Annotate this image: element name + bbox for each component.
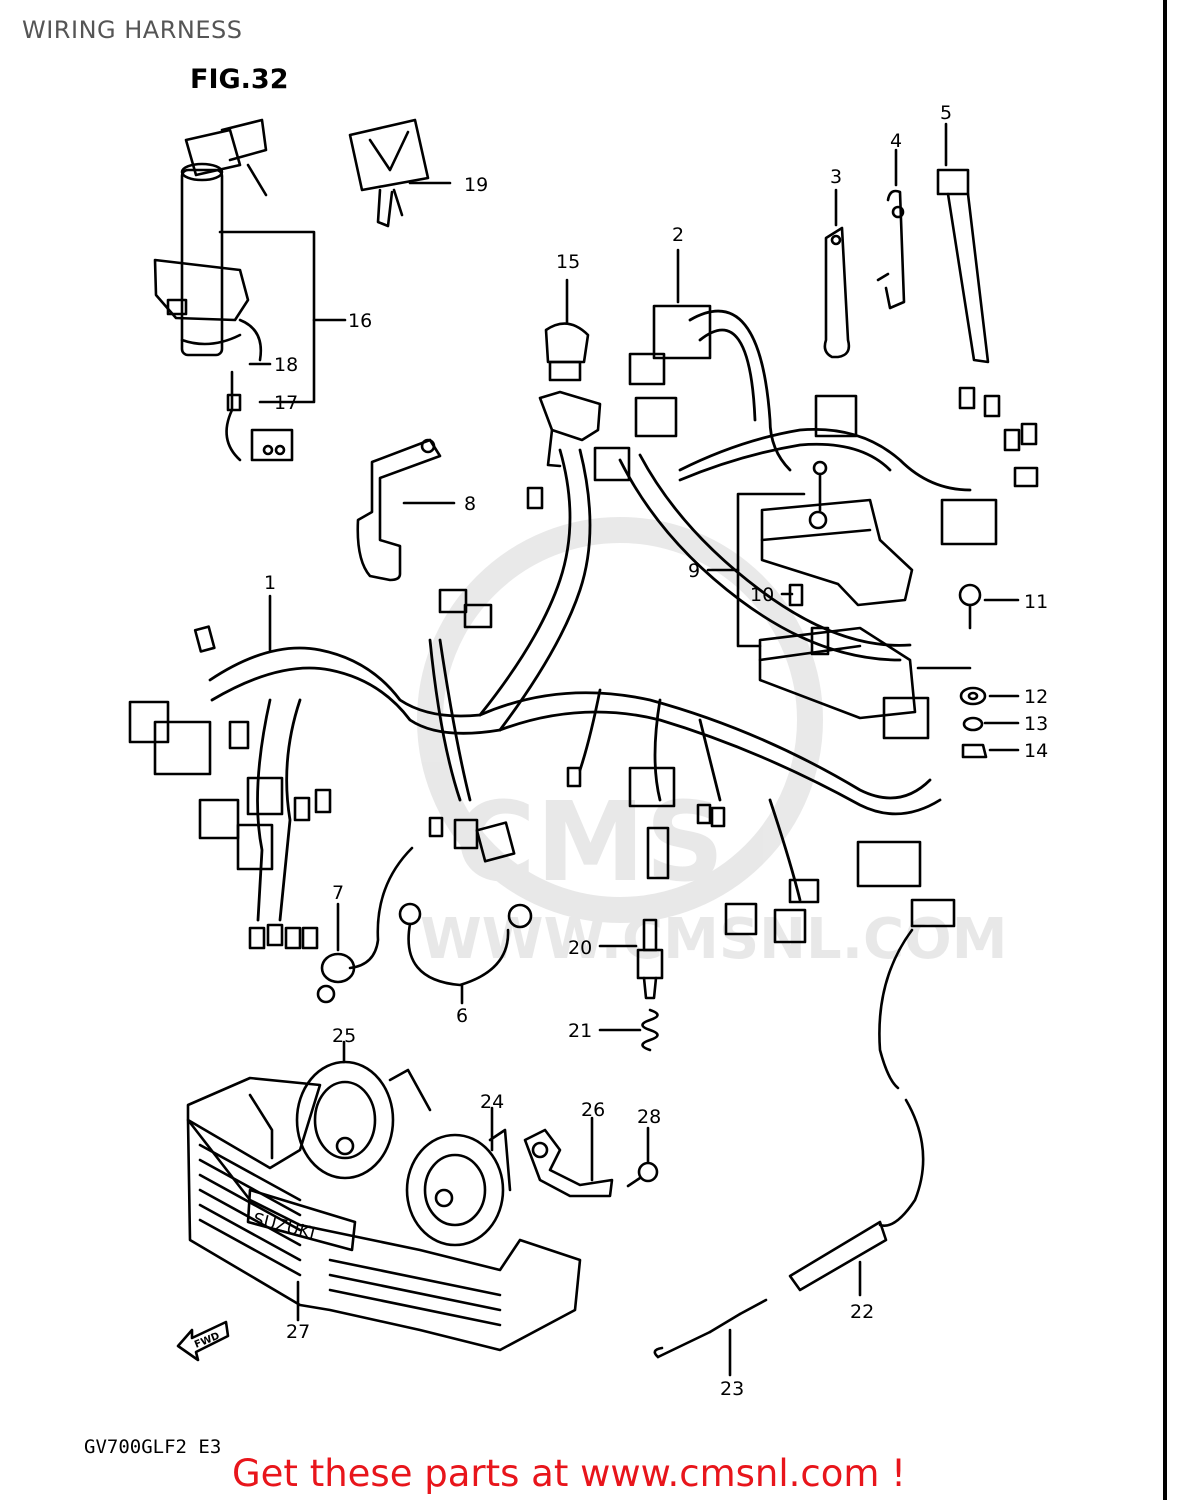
- part-number-22[interactable]: 22: [850, 1301, 875, 1323]
- part-number-12[interactable]: 12: [1024, 686, 1049, 708]
- nut-icon: [961, 743, 988, 759]
- horn-secondary-icon: [405, 1128, 512, 1247]
- bolt-icon: [958, 583, 982, 630]
- model-code: GV700GLF2 E3: [84, 1436, 222, 1458]
- part-number-4[interactable]: 4: [890, 130, 903, 152]
- cable-spring-icon: [653, 1298, 768, 1359]
- ignition-switch-icon: [153, 118, 294, 462]
- part-number-19[interactable]: 19: [464, 174, 489, 196]
- key-icon: [348, 118, 430, 228]
- footer-parts-link[interactable]: Get these parts at www.cmsnl.com !: [232, 1452, 907, 1495]
- bolt-small-icon: [626, 1161, 659, 1188]
- page-title: WIRING HARNESS: [22, 16, 243, 44]
- washer-icon: [959, 686, 987, 706]
- part-number-16[interactable]: 16: [348, 310, 373, 332]
- mounting-bracket-icon: [356, 438, 442, 582]
- part-number-26[interactable]: 26: [581, 1099, 606, 1121]
- part-number-9[interactable]: 9: [688, 560, 701, 582]
- watermark-text: WWW.CMSNL.COM: [420, 907, 1007, 972]
- part-number-6[interactable]: 6: [456, 1005, 469, 1027]
- figure-label: FIG.32: [190, 64, 289, 95]
- part-number-24[interactable]: 24: [480, 1091, 505, 1113]
- radiator-cover-icon: [186, 1076, 582, 1352]
- part-number-8[interactable]: 8: [464, 493, 477, 515]
- part-number-10[interactable]: 10: [750, 584, 775, 606]
- watermark-logo: CMS WWW.CMSNL.COM: [417, 517, 1007, 972]
- ground-lead-icon: [316, 846, 414, 1004]
- cable-clamp-icon: [876, 189, 906, 310]
- part-number-21[interactable]: 21: [568, 1020, 593, 1042]
- part-number-20[interactable]: 20: [568, 937, 593, 959]
- relay-unit-icon: [758, 626, 917, 720]
- part-number-13[interactable]: 13: [1024, 713, 1049, 735]
- speedometer-cable-icon: [788, 898, 956, 1292]
- harness-clamp-icon: [823, 226, 851, 359]
- part-number-28[interactable]: 28: [637, 1106, 662, 1128]
- control-unit-icon: [760, 498, 914, 607]
- ground-cable-icon: [398, 902, 533, 987]
- harness-connectors-icon: [128, 304, 1039, 950]
- main-wiring-harness-icon: [208, 309, 972, 922]
- horn-bracket-icon: [523, 1128, 614, 1198]
- part-number-1[interactable]: 1: [264, 572, 277, 594]
- part-number-7[interactable]: 7: [332, 882, 345, 904]
- part-number-11[interactable]: 11: [1024, 591, 1049, 613]
- connector-boot-icon: [538, 322, 602, 468]
- svg-text:CMS: CMS: [455, 778, 724, 906]
- part-number-17[interactable]: 17: [274, 392, 299, 414]
- part-number-3[interactable]: 3: [830, 166, 843, 188]
- part-number-23[interactable]: 23: [720, 1378, 745, 1400]
- pressure-switch-icon: [636, 918, 664, 1000]
- part-number-14[interactable]: 14: [1024, 740, 1049, 762]
- horn-icon: [295, 1060, 432, 1180]
- spring-icon: [641, 1008, 659, 1052]
- washer-small-icon: [962, 716, 984, 732]
- forward-arrow-icon: [176, 1320, 230, 1362]
- part-number-2[interactable]: 2: [672, 224, 685, 246]
- part-number-18[interactable]: 18: [274, 354, 299, 376]
- part-number-5[interactable]: 5: [940, 102, 953, 124]
- part-number-15[interactable]: 15: [556, 251, 581, 273]
- part-number-25[interactable]: 25: [332, 1025, 357, 1047]
- right-border-rule: [1163, 0, 1167, 1500]
- part-number-27[interactable]: 27: [286, 1321, 311, 1343]
- cable-tie-icon: [936, 168, 990, 364]
